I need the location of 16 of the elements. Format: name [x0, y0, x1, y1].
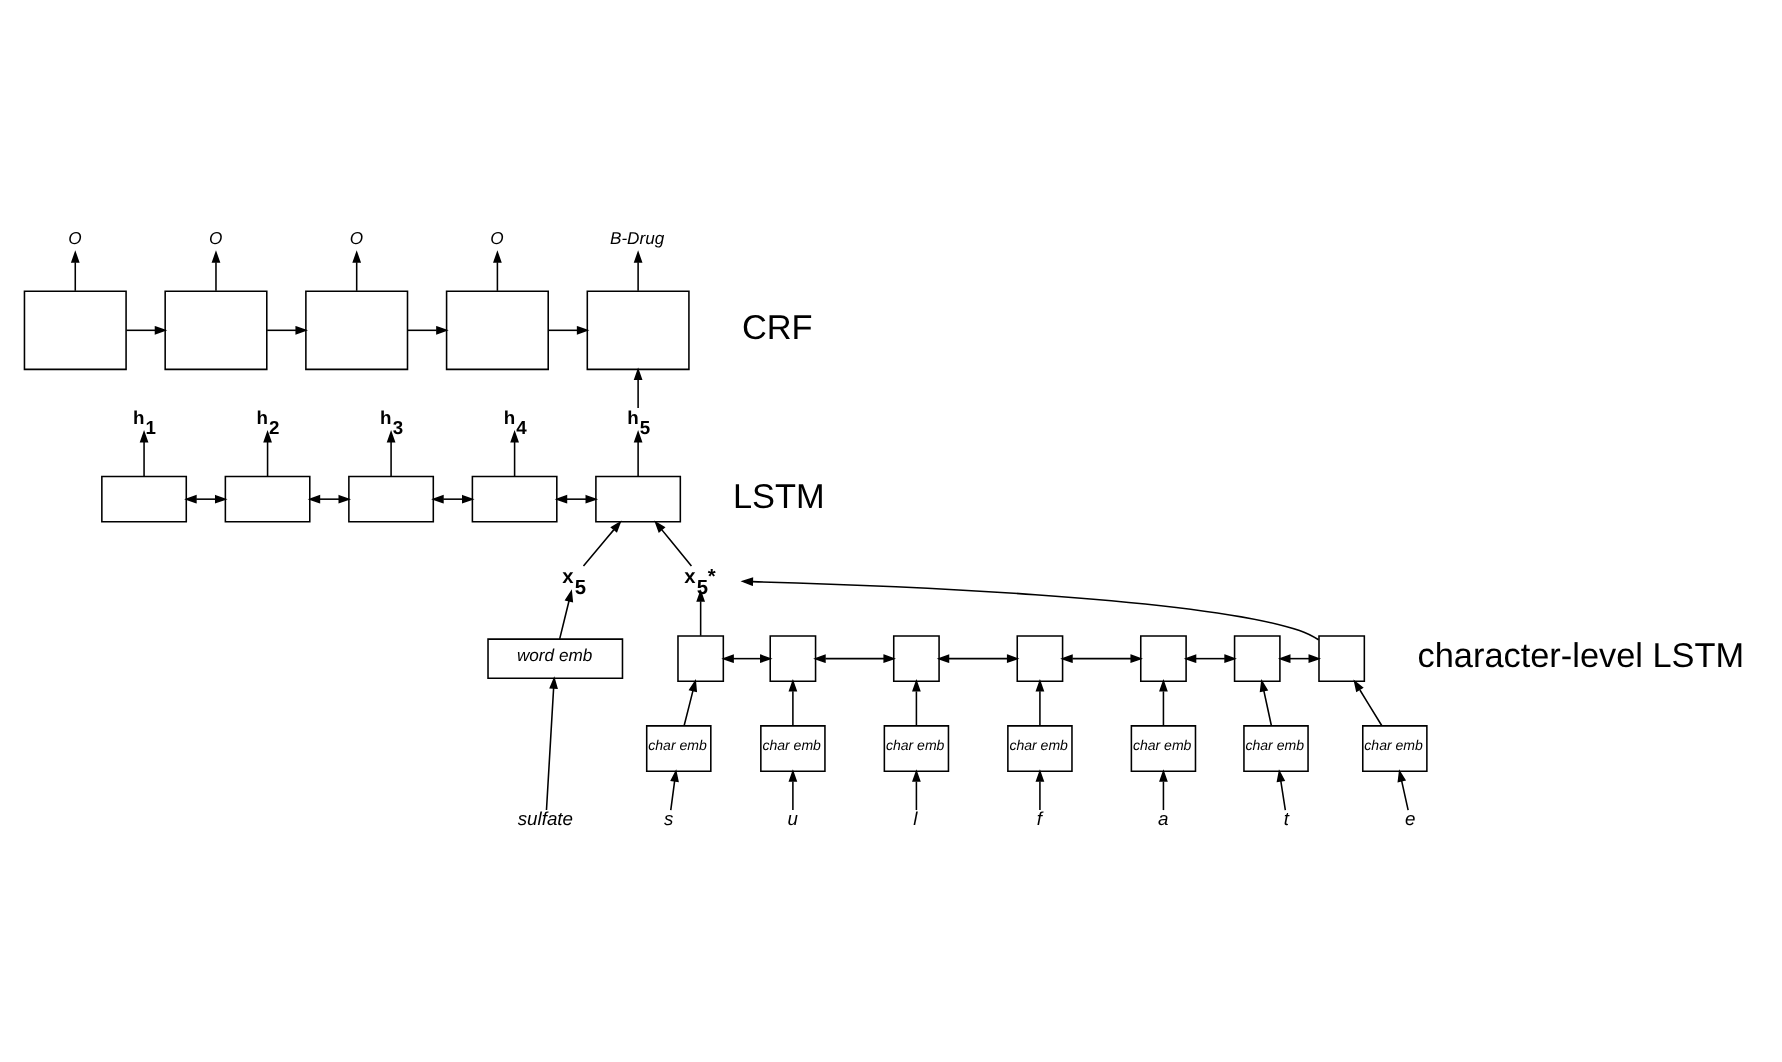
node-text: O — [68, 227, 82, 248]
node-text: u — [787, 808, 798, 829]
node-text: e — [1404, 808, 1416, 829]
node-text: B-Drug — [609, 227, 665, 248]
node-text: s — [663, 808, 674, 829]
label: LSTM — [732, 474, 825, 515]
node-text: sulfate — [517, 808, 573, 829]
node-text: l — [913, 808, 918, 829]
node-text: t — [1283, 808, 1290, 829]
node-text: O — [208, 227, 223, 248]
node-text: O — [349, 227, 364, 248]
node-text: a — [1157, 808, 1169, 829]
label: character-level LSTM — [1417, 634, 1745, 675]
node-text: O — [490, 227, 504, 248]
label: CRF — [741, 306, 813, 347]
node-text: f — [1036, 808, 1043, 829]
